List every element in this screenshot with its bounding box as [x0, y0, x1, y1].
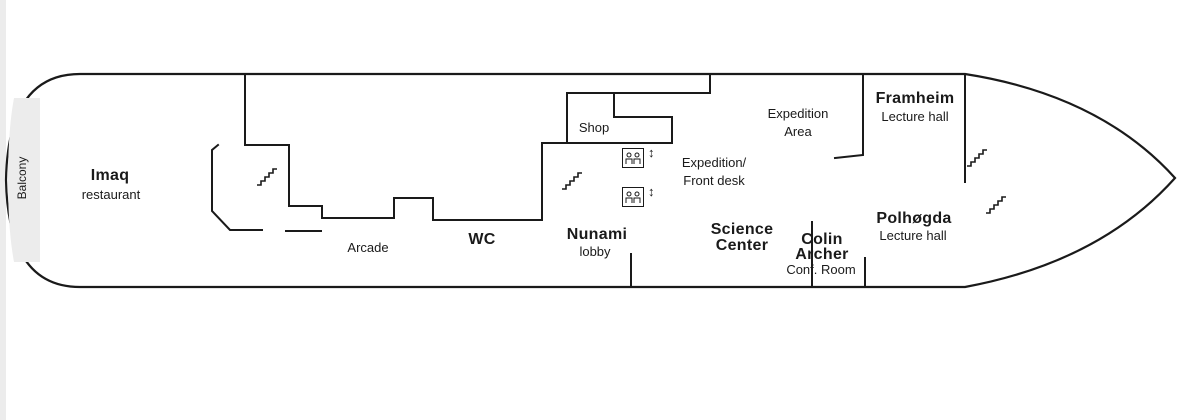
expedition-area-line1: Expedition	[767, 106, 829, 121]
colin-archer-subtitle: Conf. Room	[786, 262, 856, 277]
shop-label: Shop	[578, 120, 610, 135]
stairs-icon	[967, 149, 987, 167]
wc-label: WC	[468, 231, 496, 248]
up-down-arrow-icon: ↕	[648, 145, 655, 160]
expedition-desk-label: Expedition/ Front desk	[681, 155, 747, 189]
stairs-icon	[986, 196, 1006, 214]
imaq-subtitle: restaurant	[81, 187, 141, 202]
wall-imaq-arcade	[244, 73, 711, 221]
up-down-arrow-icon: ↕	[648, 184, 655, 199]
elevator-icon	[622, 187, 644, 207]
stairs-icon	[562, 172, 582, 190]
polhogda-subtitle: Lecture hall	[879, 228, 947, 243]
science-center-line1: Science	[710, 221, 774, 238]
colin-archer-line2: Archer	[795, 246, 849, 263]
polhogda-title: Polhøgda	[876, 210, 952, 227]
colin-archer-line1: Colin	[801, 231, 843, 248]
colin-archer-title: Colin Archer	[795, 231, 849, 263]
page-edge	[0, 0, 6, 420]
framheim-title: Framheim	[875, 90, 955, 107]
expedition-area-label: Expedition Area	[767, 106, 829, 140]
wall-shop	[566, 92, 673, 144]
science-center-label: Science Center	[711, 222, 774, 254]
imaq-title: Imaq	[90, 167, 130, 184]
framheim-subtitle: Lecture hall	[881, 109, 949, 124]
wall-imaq-curve	[211, 143, 263, 231]
expedition-desk-line2: Front desk	[683, 172, 745, 188]
arcade-label: Arcade	[347, 240, 389, 255]
nunami-title: Nunami	[566, 226, 628, 243]
stairs-icon	[257, 168, 277, 186]
wall-framheim	[833, 73, 864, 160]
balcony-area	[8, 98, 40, 262]
expedition-desk-line1: Expedition/	[681, 155, 747, 170]
expedition-area-line2: Area	[784, 123, 812, 139]
science-center-line2: Center	[715, 237, 769, 254]
balcony-label: Balcony	[15, 156, 29, 200]
nunami-subtitle: lobby	[579, 244, 611, 259]
elevator-icon	[622, 148, 644, 168]
